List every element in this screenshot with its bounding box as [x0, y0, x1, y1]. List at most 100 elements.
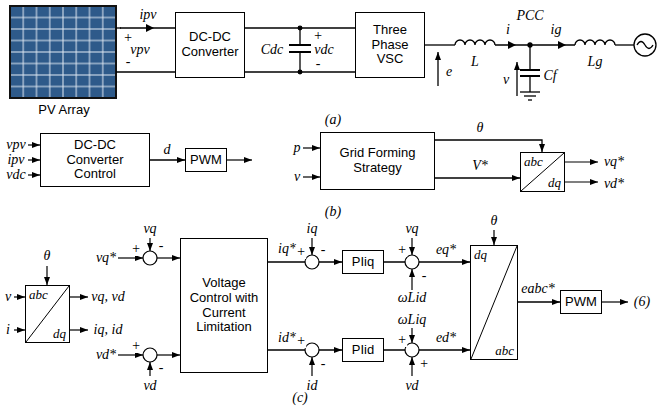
process-box: Three Phase VSC — [355, 12, 425, 78]
connector — [384, 349, 470, 350]
signal-arrows — [411, 328, 412, 343]
ac-circuit — [520, 69, 540, 71]
signal-label: - — [158, 361, 165, 375]
connector — [518, 301, 560, 302]
signal-label: (b) — [324, 205, 342, 219]
summing-junction — [405, 255, 419, 269]
ac-circuit — [508, 41, 516, 49]
signal-arrows — [303, 176, 320, 177]
divider-line — [26, 286, 69, 342]
signal-arrows — [70, 296, 88, 297]
signal-label: V* — [471, 159, 489, 173]
signal-label: - — [320, 243, 327, 257]
summing-junction — [305, 343, 319, 357]
process-box: PIiq — [342, 250, 384, 274]
connector — [435, 140, 542, 152]
signal-label: θ — [43, 249, 52, 263]
signal-label: iq — [306, 222, 319, 236]
node-text: PWM — [565, 294, 597, 309]
signal-label: L — [470, 55, 480, 69]
signal-label: + — [295, 334, 306, 348]
node-text: PWM — [190, 152, 222, 167]
connector — [384, 261, 470, 262]
signal-label: + — [130, 242, 141, 256]
node-label: Three Phase VSC — [356, 23, 424, 68]
node-text: Grid Forming Strategy — [340, 145, 416, 175]
ac-circuit — [425, 44, 455, 45]
signal-label: vpv — [5, 138, 26, 152]
signal-label: ωLid — [397, 291, 428, 305]
node-label: PWM — [561, 295, 601, 310]
node-label: DC-DC Converter Control — [41, 138, 149, 183]
signal-arrows — [28, 174, 40, 175]
dc-wires — [146, 24, 154, 32]
signal-label: + — [312, 29, 323, 43]
signal-label: θ — [476, 121, 485, 135]
node-text: dq — [474, 248, 487, 261]
process-box: DC-DC Converter Control — [40, 133, 150, 187]
ac-circuit — [558, 41, 566, 49]
summing-junction — [305, 255, 319, 269]
pv-panel — [10, 6, 116, 98]
process-box: PWM — [185, 148, 227, 172]
process-box: PIid — [342, 338, 384, 362]
signal-label: - — [125, 55, 132, 69]
transform-box: abcdq — [25, 285, 70, 343]
signal-label: vq, vd — [90, 290, 125, 304]
signal-label: iq* — [277, 242, 297, 256]
summing-junction — [143, 251, 157, 265]
signal-label: eabc* — [520, 282, 555, 296]
signal-label: vq — [404, 222, 419, 236]
signal-label: θ — [490, 214, 499, 228]
signal-label: vd — [142, 379, 157, 393]
ac-circuit — [637, 42, 653, 49]
node-label: PIiq — [343, 255, 383, 270]
divider-line — [471, 246, 517, 359]
transform-box: dq abc — [470, 245, 518, 360]
signal-label: - — [315, 57, 322, 71]
signal-label: Cf — [542, 69, 557, 83]
dc-wires — [299, 28, 300, 45]
signal-arrows — [157, 354, 180, 355]
signal-label: PCC — [515, 9, 544, 23]
signal-label: iq, id — [93, 323, 124, 337]
dc-wires — [116, 71, 175, 72]
signal-label: Cdc — [260, 43, 285, 57]
signal-label: id* — [277, 331, 297, 345]
signal-label: vd — [404, 379, 419, 393]
node-text: abc — [495, 344, 514, 357]
signal-label: Lg — [587, 55, 604, 69]
signal-label: + — [130, 339, 141, 353]
pv-panel — [10, 6, 116, 98]
signal-label: ipv — [138, 8, 157, 22]
signal-arrows — [149, 362, 150, 376]
signal-label: + — [295, 245, 306, 259]
signal-label: - — [421, 269, 428, 283]
signal-arrows — [602, 301, 628, 302]
signal-arrows — [118, 354, 143, 355]
ac-circuit — [529, 45, 530, 70]
signal-label: + — [418, 357, 429, 371]
signal-arrows — [565, 181, 598, 182]
signal-arrows — [28, 159, 40, 160]
signal-label: vpv — [129, 43, 150, 57]
node-text: PIiq — [352, 254, 374, 269]
ac-circuit — [529, 76, 530, 92]
ac-circuit — [575, 40, 615, 45]
summing-junction — [143, 348, 157, 362]
node-label: PWM — [186, 153, 226, 168]
signal-label: ed* — [435, 331, 457, 345]
signal-label: v — [293, 170, 301, 184]
signal-arrows — [70, 329, 88, 330]
signal-arrows — [493, 230, 494, 245]
process-box: Grid Forming Strategy — [320, 132, 435, 190]
divider — [471, 246, 517, 359]
signal-label: ig — [550, 23, 563, 37]
dc-wires — [298, 70, 302, 74]
ac-circuit — [528, 99, 532, 100]
signal-label: ωLiq — [397, 313, 428, 327]
signal-arrows — [411, 357, 412, 376]
signal-label: + — [396, 333, 407, 347]
node-text: dq — [53, 327, 66, 340]
signal-label: eq* — [435, 243, 457, 257]
